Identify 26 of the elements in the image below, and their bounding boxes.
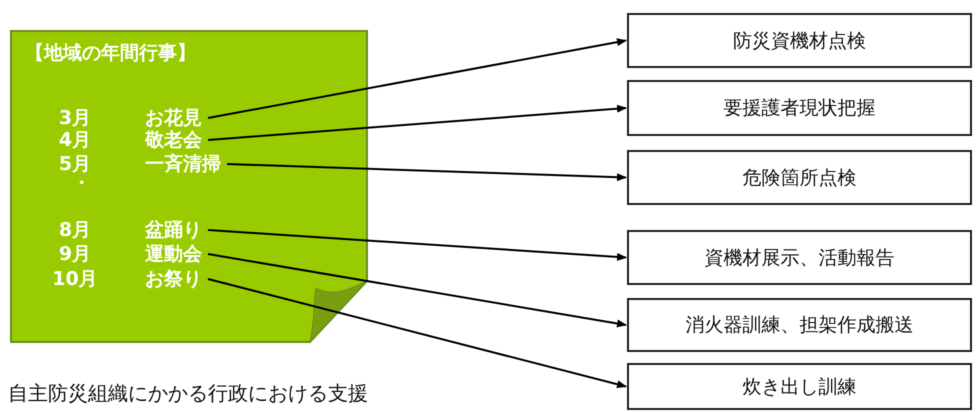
caption-text: 自主防災組織にかかる行政における支援 bbox=[8, 380, 368, 407]
event-name: お花見 bbox=[145, 106, 202, 130]
arrow bbox=[208, 104, 627, 141]
month-label: 10月 bbox=[51, 267, 99, 292]
heading-text: 【地域の年間行事】 bbox=[25, 41, 196, 66]
activity-box: 要援護者現状把握 bbox=[627, 80, 972, 136]
activity-box: 炊き出し訓練 bbox=[627, 363, 972, 410]
month-label: 4月 bbox=[58, 128, 92, 153]
event-name: 運動会 bbox=[145, 242, 202, 267]
sticky-note bbox=[10, 30, 368, 343]
activity-box: 危険箇所点検 bbox=[627, 150, 972, 205]
arrow bbox=[208, 229, 627, 261]
arrow bbox=[208, 38, 627, 119]
month-label: 8月 bbox=[58, 218, 92, 243]
event-name: 敬老会 bbox=[145, 128, 202, 153]
event-name: 一斉清掃 bbox=[145, 152, 221, 177]
activity-box: 防災資機材点検 bbox=[627, 13, 972, 68]
month-label: 3月 bbox=[58, 106, 92, 131]
arrow bbox=[208, 253, 627, 328]
month-label: 9月 bbox=[58, 242, 92, 267]
arrow bbox=[208, 278, 627, 388]
activity-box: 資機材展示、活動報告 bbox=[627, 230, 972, 285]
event-name: お祭り bbox=[145, 267, 202, 292]
arrow bbox=[226, 163, 627, 182]
event-name: 盆踊り bbox=[145, 218, 202, 243]
activity-box: 消火器訓練、担架作成搬送 bbox=[627, 298, 972, 352]
